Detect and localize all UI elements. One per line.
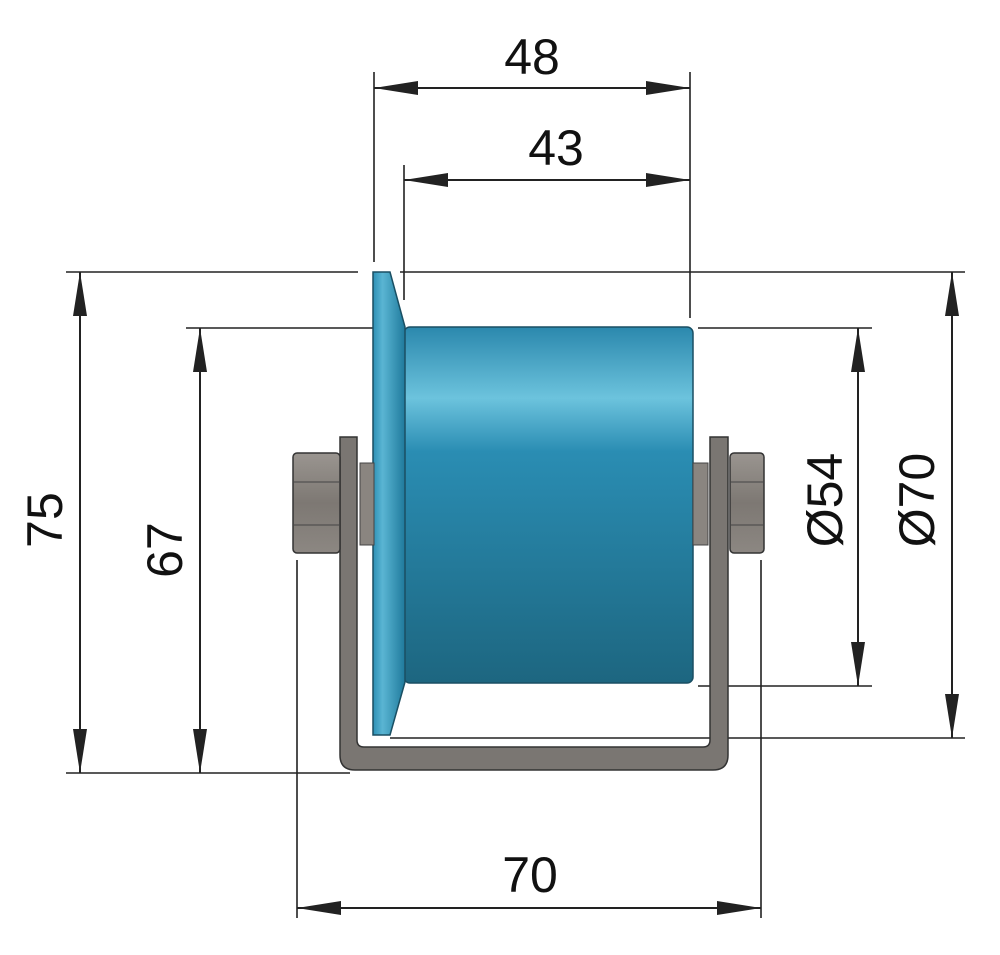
dim-flange-diameter: Ø70 [889, 453, 945, 548]
right-washer [692, 462, 709, 546]
left-nut [292, 452, 341, 554]
roller-tube [403, 326, 694, 684]
extension-lines [66, 72, 965, 918]
roller-flange [372, 271, 406, 736]
right-nut [729, 452, 765, 554]
u-bracket [339, 436, 729, 771]
dim-tube-height: 67 [137, 522, 193, 578]
dim-tube-width: 43 [528, 120, 584, 176]
dim-overall-height: 75 [17, 492, 73, 548]
roller [359, 271, 709, 736]
dimension-lines [73, 81, 959, 915]
dim-overall-width: 48 [504, 29, 560, 85]
dim-tube-diameter: Ø54 [797, 453, 853, 548]
dim-bracket-width: 70 [502, 847, 558, 903]
left-washer [359, 462, 375, 546]
